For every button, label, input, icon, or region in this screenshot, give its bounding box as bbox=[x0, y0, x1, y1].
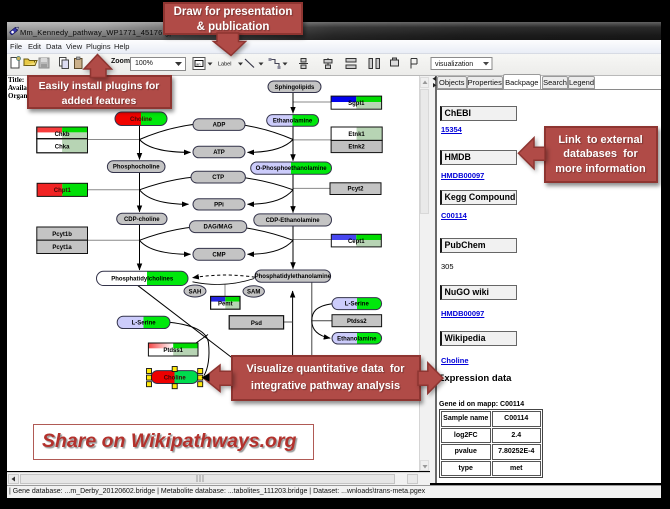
svg-text:ADP: ADP bbox=[213, 123, 226, 129]
svg-text:Choline: Choline bbox=[164, 375, 187, 381]
svg-text:L-Serine: L-Serine bbox=[132, 320, 157, 326]
svg-text:CMP: CMP bbox=[212, 252, 225, 258]
svg-text:Choline: Choline bbox=[130, 117, 153, 123]
svg-text:PPi: PPi bbox=[214, 202, 224, 208]
svg-text:Pcyt1a: Pcyt1a bbox=[52, 245, 72, 251]
svg-text:Psd: Psd bbox=[251, 321, 262, 327]
svg-text:DAG/MAG: DAG/MAG bbox=[204, 225, 233, 231]
svg-text:Ptdss2: Ptdss2 bbox=[347, 319, 367, 325]
svg-text:ATP: ATP bbox=[213, 150, 225, 156]
svg-text:Ethanolamine: Ethanolamine bbox=[337, 336, 377, 342]
svg-text:Pcyt2: Pcyt2 bbox=[347, 187, 364, 193]
svg-text:Etnk2: Etnk2 bbox=[348, 145, 365, 151]
svg-text:O-Phosphoethanolamine: O-Phosphoethanolamine bbox=[256, 166, 328, 172]
svg-text:Chpt1: Chpt1 bbox=[54, 188, 72, 194]
svg-text:Cept1: Cept1 bbox=[348, 239, 365, 245]
svg-text:CDP-Ethanolamine: CDP-Ethanolamine bbox=[266, 218, 321, 224]
svg-text:Chka: Chka bbox=[55, 144, 70, 150]
svg-text:visualization: visualization bbox=[435, 61, 473, 68]
svg-text:Phosphatidylethanolamine: Phosphatidylethanolamine bbox=[255, 274, 332, 280]
svg-text:CDP-choline: CDP-choline bbox=[124, 217, 160, 223]
svg-text:L-Serine: L-Serine bbox=[345, 302, 370, 308]
svg-text:Pemt: Pemt bbox=[218, 301, 233, 307]
svg-text:Ethanolamine: Ethanolamine bbox=[273, 118, 313, 124]
svg-text:Ptdss1: Ptdss1 bbox=[163, 348, 183, 354]
svg-text:CTP: CTP bbox=[212, 175, 224, 181]
svg-text:SAH: SAH bbox=[189, 289, 202, 295]
svg-text:Pcyt1b: Pcyt1b bbox=[52, 232, 72, 238]
svg-text:Phosphatidylcholines: Phosphatidylcholines bbox=[111, 277, 174, 283]
svg-text:an: an bbox=[196, 61, 200, 66]
svg-text:Etnk1: Etnk1 bbox=[348, 132, 365, 138]
svg-text:Chkb: Chkb bbox=[55, 132, 70, 138]
svg-text:Label: Label bbox=[218, 62, 231, 68]
svg-text:SAM: SAM bbox=[247, 290, 260, 296]
svg-text:Phosphocholine: Phosphocholine bbox=[113, 165, 160, 171]
svg-text:Sphingolipids: Sphingolipids bbox=[275, 85, 315, 91]
svg-text:Sgpl1: Sgpl1 bbox=[348, 101, 365, 107]
